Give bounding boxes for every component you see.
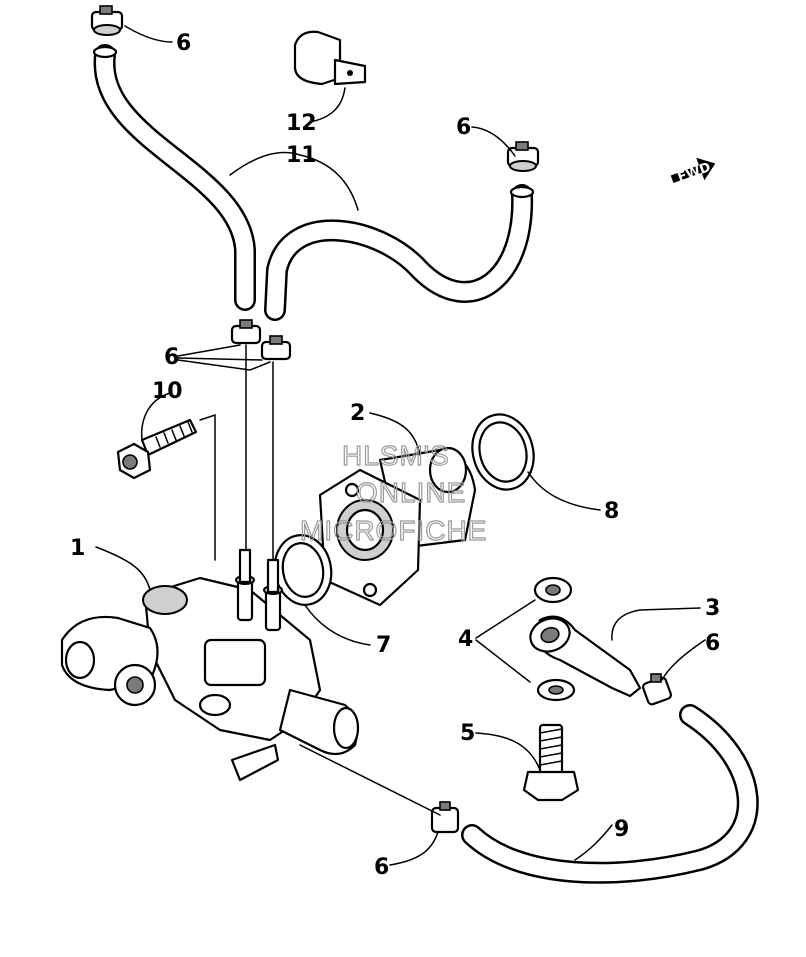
clamp-6-bottom xyxy=(430,801,460,834)
hose-11-right xyxy=(264,184,535,321)
oil-pump-1 xyxy=(60,548,360,782)
watermark: HLSM'S ONLINE MICROFICHE xyxy=(299,439,487,546)
assembly-lines xyxy=(199,344,441,816)
callout-2: 2 xyxy=(350,401,365,426)
callout-8: 8 xyxy=(604,499,619,524)
callout-7: 7 xyxy=(376,633,391,658)
leader-lines xyxy=(95,25,706,866)
callout-6-bottom: 6 xyxy=(374,855,389,880)
watermark-line-3: MICROFICHE xyxy=(300,515,487,546)
forward-arrow-label: FWD xyxy=(676,160,713,186)
banjo-bolt-5 xyxy=(522,723,580,802)
hose-11-left xyxy=(92,44,256,311)
bolt-10 xyxy=(116,418,198,480)
bracket-12 xyxy=(293,30,367,86)
callouts: 6 6 12 11 6 10 2 8 1 3 4 6 7 5 9 6 xyxy=(70,31,720,880)
clamp-6-mid-left xyxy=(230,319,262,345)
callout-6-top: 6 xyxy=(176,31,191,56)
clamp-6-right-top xyxy=(506,141,540,172)
callout-9: 9 xyxy=(614,817,629,842)
clamp-6-right xyxy=(641,673,673,706)
housing-2 xyxy=(318,446,477,607)
callout-3: 3 xyxy=(705,596,720,621)
hose-9 xyxy=(461,704,759,884)
callout-12: 12 xyxy=(286,111,317,136)
clamp-6-mid-right xyxy=(260,335,292,361)
watermark-line-1: HLSM'S xyxy=(342,440,450,471)
callout-6-right-top: 6 xyxy=(456,115,471,140)
banjo-fitting-3 xyxy=(529,615,642,698)
forward-direction-arrow: FWD xyxy=(670,157,716,186)
watermark-line-2: ONLINE xyxy=(356,477,466,508)
washer-4-bottom xyxy=(536,678,576,702)
callout-11: 11 xyxy=(286,143,317,168)
callout-5: 5 xyxy=(460,721,475,746)
gasket-7 xyxy=(273,534,333,606)
washer-4-top xyxy=(533,576,573,604)
o-ring-8 xyxy=(471,413,535,491)
callout-6-mid: 6 xyxy=(164,345,179,370)
callout-1: 1 xyxy=(70,536,85,561)
callout-10: 10 xyxy=(152,379,183,404)
callout-4: 4 xyxy=(458,627,473,652)
clamp-6-top xyxy=(90,5,124,36)
callout-6-right: 6 xyxy=(705,631,720,656)
